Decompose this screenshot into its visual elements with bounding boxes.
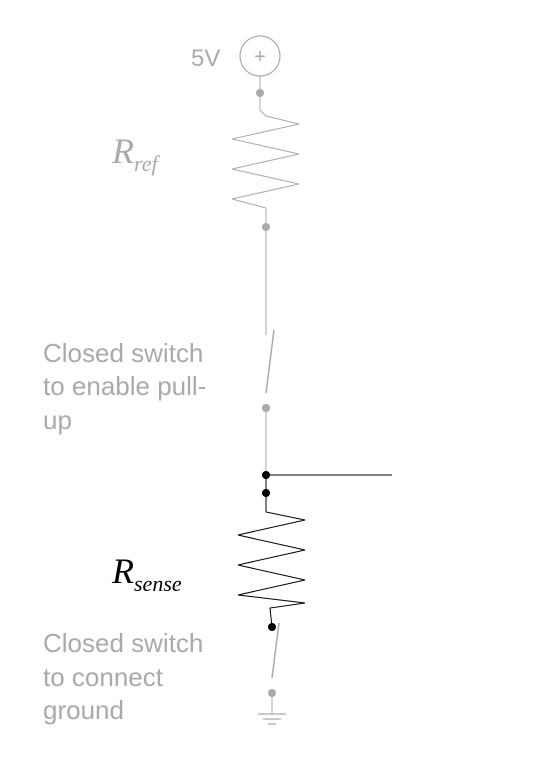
supply-label: 5V (191, 45, 220, 72)
resistor-r-sense: Rsense (111, 493, 306, 631)
resistor-r-ref: Rref (111, 93, 300, 231)
pullup-note-line-1: Closed switch (43, 338, 203, 368)
r-sense-label: Rsense (111, 551, 182, 596)
ground-note-line-2: to connect (43, 662, 164, 692)
pullup-note-line-3: up (43, 405, 72, 435)
ground-note-line-3: ground (43, 695, 124, 725)
r-sense-bottom-node (268, 623, 276, 631)
supply-5v: 5V + (191, 35, 281, 97)
r-sense-zigzag (237, 493, 306, 628)
ground-note-line-1: Closed switch (43, 628, 203, 658)
r-ref-zigzag (231, 93, 300, 227)
pullup-switch-blade (265, 329, 275, 394)
supply-plus-symbol: + (254, 46, 266, 68)
r-ref-label: Rref (111, 131, 161, 176)
pullup-note-line-2: to enable pull- (43, 371, 206, 401)
ground-icon (258, 713, 286, 725)
output-junction (262, 471, 392, 497)
ground-switch-blade (271, 622, 280, 679)
ground-switch: Closed switch to connect ground (43, 622, 280, 725)
pullup-switch: Closed switch to enable pull- up (43, 227, 275, 475)
